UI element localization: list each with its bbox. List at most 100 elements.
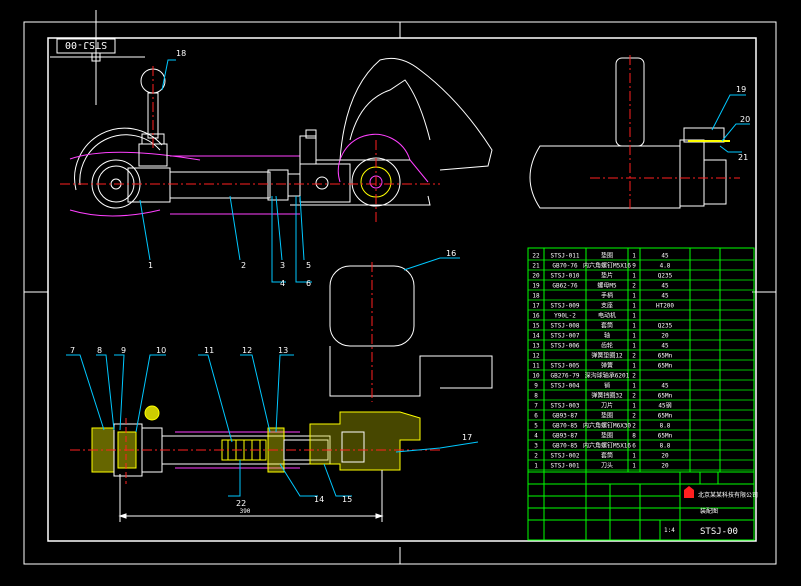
- part-label: 1: [148, 261, 153, 270]
- bom-cell: GB70-76: [552, 263, 578, 270]
- bom-cell: 刀片: [601, 402, 613, 410]
- bom-cell: 65Mn: [658, 353, 673, 360]
- bom-cell: 14: [532, 333, 540, 340]
- bom-cell: 垫片: [601, 272, 613, 280]
- bom-cell: 20: [532, 273, 540, 280]
- bom-cell: 1: [632, 363, 636, 370]
- bom-cell: 弹簧: [601, 362, 613, 370]
- bom-cell: 垫圈: [601, 252, 613, 260]
- bom-cell: Q235: [658, 273, 673, 280]
- part-label: 7: [70, 346, 75, 355]
- part-label: 8: [97, 346, 102, 355]
- bom-cell: 20: [661, 333, 669, 340]
- bom-cell: STSJ-010: [551, 273, 580, 280]
- bom-cell: 65Mn: [658, 413, 673, 420]
- handle-knob-top: [144, 405, 160, 421]
- bom-cell: STSJ-011: [551, 253, 580, 260]
- bom-cell: 齿轮: [601, 342, 613, 350]
- bom-cell: 8.8: [660, 443, 671, 450]
- bom-cell: 2: [632, 353, 636, 360]
- side-view: [529, 55, 740, 210]
- bom-cell: 8.8: [660, 423, 671, 430]
- section-view: 390: [70, 262, 493, 522]
- leader-lines: [66, 59, 750, 497]
- bom-cell: 45: [661, 283, 669, 290]
- sheet-title: 装配图: [700, 507, 718, 515]
- bom-cell: Q235: [658, 323, 673, 330]
- bom-cell: 垫圈: [601, 412, 613, 420]
- front-view: [60, 57, 493, 222]
- part-labels: 1 2 3 4 5 6 7 8 9 10 11 12 13 14 15 16 1…: [70, 49, 750, 508]
- bom-cell: GB70-85: [552, 443, 578, 450]
- bom-cell: 刀头: [601, 462, 613, 470]
- bom-cell: 8: [534, 393, 538, 400]
- bom-cell: 9: [534, 383, 538, 390]
- bom-cell: 内六角螺钉M6X30: [583, 422, 631, 430]
- bom-cell: 8: [632, 433, 636, 440]
- part-label: 15: [342, 495, 352, 504]
- bom-cell: 1: [632, 463, 636, 470]
- bom-cell: HT200: [656, 303, 674, 310]
- bom-cell: 6: [534, 413, 538, 420]
- bom-cell: Y90L-2: [554, 313, 576, 320]
- overall-length-dimension: [118, 470, 384, 522]
- bom-cell: 45: [661, 383, 669, 390]
- bom-cell: GB62-76: [552, 283, 578, 290]
- bom-cell: 内六角螺钉M5X16: [583, 442, 631, 450]
- side-motor-body: [529, 145, 681, 209]
- bom-cell: 22: [532, 253, 540, 260]
- bom-cell: 2: [632, 413, 636, 420]
- bom-cell: STSJ-008: [551, 323, 580, 330]
- bom-cell: 7: [534, 403, 538, 410]
- bom-cell: 65Mn: [658, 393, 673, 400]
- part-label: 2: [241, 261, 246, 270]
- bom-cell: 20: [661, 453, 669, 460]
- bom-cell: 支座: [601, 302, 613, 310]
- stamp-code: STSJ-00: [65, 39, 107, 50]
- bom-cell: 3: [534, 443, 538, 450]
- bom-cell: 1: [632, 383, 636, 390]
- bom-cell: 45: [661, 253, 669, 260]
- bom-cell: 1: [632, 313, 636, 320]
- motor-shroud-outline: [339, 57, 493, 171]
- part-label: 6: [306, 279, 311, 288]
- bom-cell: 16: [532, 313, 540, 320]
- bom-cell: STSJ-004: [551, 383, 580, 390]
- bom-cell: STSJ-007: [551, 333, 580, 340]
- bom-cell: STSJ-001: [551, 463, 580, 470]
- bom-cell: 1: [632, 403, 636, 410]
- bom-cell: 45: [661, 343, 669, 350]
- part-label: 5: [306, 261, 311, 270]
- bom-cell: 65Mn: [658, 363, 673, 370]
- bom-cell: 18: [532, 293, 540, 300]
- bom-cell: GB93-87: [552, 433, 578, 440]
- part-label: 9: [121, 346, 126, 355]
- bom-cell: 弹簧挡圈32: [591, 392, 623, 400]
- part-label: 4: [280, 279, 285, 288]
- part-label: 11: [204, 346, 214, 355]
- bom-cell: 15: [532, 323, 540, 330]
- bom-cell: 1: [534, 463, 538, 470]
- bom-cell: 4: [534, 433, 538, 440]
- bom-cell: 1: [632, 453, 636, 460]
- bom-cell: 13: [532, 343, 540, 350]
- part-label: 3: [280, 261, 285, 270]
- bom-cell: 12: [532, 353, 540, 360]
- drawing-frame: [47, 37, 757, 542]
- part-label: 14: [314, 495, 324, 504]
- part-label: 12: [242, 346, 252, 355]
- bom-cell: STSJ-006: [551, 343, 580, 350]
- bom-cell: 1: [632, 333, 636, 340]
- bom-cell: 19: [532, 283, 540, 290]
- part-label: 10: [156, 346, 166, 355]
- bom-cell: 弹簧垫圈12: [591, 352, 623, 360]
- bom-cell: 内六角螺钉M5X16: [583, 262, 631, 270]
- base-housing: [309, 411, 421, 471]
- bom-cell: 1: [632, 293, 636, 300]
- drawing-number-stamp: STSJ-00: [56, 38, 116, 54]
- bom-cell: 2: [632, 373, 636, 380]
- bom-cell: 电动机: [598, 312, 616, 320]
- bom-cell: 螺母M5: [597, 282, 617, 290]
